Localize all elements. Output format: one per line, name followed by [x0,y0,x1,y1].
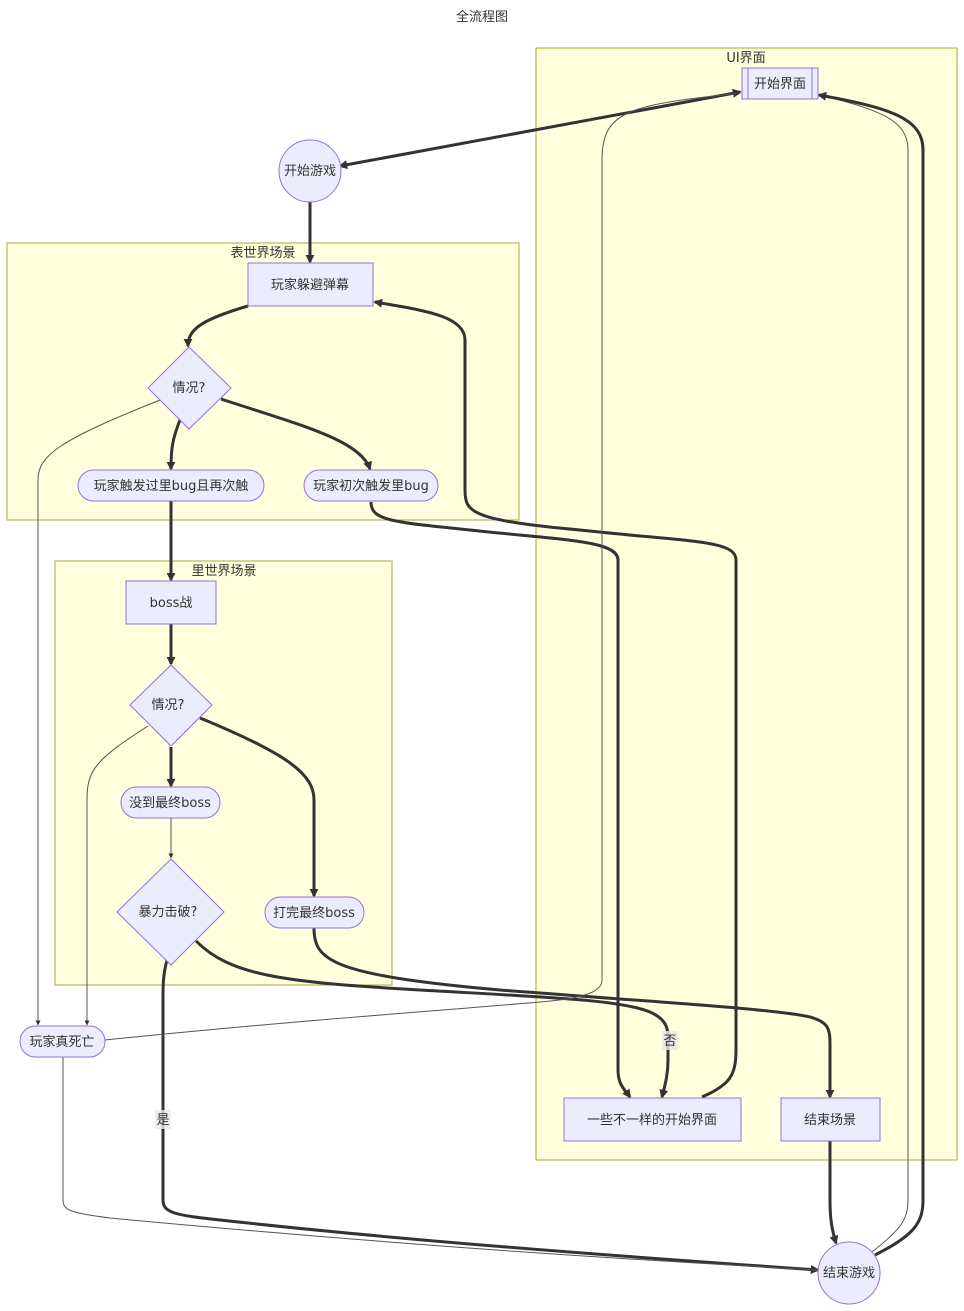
svg-text:没到最终boss: 没到最终boss [129,795,211,811]
node-not-final-boss[interactable]: 没到最终boss [120,786,221,819]
node-situation-2[interactable]: 情况? [129,664,213,747]
svg-text:情况?: 情况? [152,698,185,713]
svg-text:开始游戏: 开始游戏 [284,164,336,179]
node-true-death[interactable]: 玩家真死亡 [19,1025,106,1058]
edge-different-start-dodge [373,298,738,1099]
svg-text:玩家躲避弹幕: 玩家躲避弹幕 [271,277,349,293]
edge-situation1-first-trigger [220,397,372,471]
svg-text:玩家触发过里bug且再次触: 玩家触发过里bug且再次触 [94,478,249,494]
cluster-ui-label: UI界面 [726,51,765,66]
edge-label-yes: 是 [155,1110,171,1129]
edge-dodge-situation1 [183,304,249,348]
edge-end-game-start-screen [817,91,925,1257]
diagram-title: 全流程图 [456,9,508,25]
svg-text:是: 是 [156,1113,169,1128]
cluster-surface-world-label: 表世界场景 [230,246,295,261]
edge-situation2-true-death [84,725,149,1026]
svg-text:boss战: boss战 [150,596,193,611]
edge-true-death-end-game [62,1057,819,1271]
edge-brute-force-yes-end-game [161,959,820,1274]
svg-text:打完最终boss: 打完最终boss [273,905,355,921]
node-situation-1[interactable]: 情况? [147,346,232,430]
node-beat-final-boss[interactable]: 打完最终boss [264,896,365,929]
node-brute-force[interactable]: 暴力击破? [116,858,225,966]
svg-text:一些不一样的开始界面: 一些不一样的开始界面 [587,1112,717,1128]
svg-text:开始界面: 开始界面 [754,77,806,92]
svg-text:玩家真死亡: 玩家真死亡 [29,1034,94,1050]
node-different-start-screen[interactable]: 一些不一样的开始界面 [563,1097,742,1142]
svg-text:结束游戏: 结束游戏 [823,1266,875,1281]
svg-text:结束场景: 结束场景 [804,1113,856,1128]
edge-true-death-start-screen [104,91,741,1041]
edge-first-trigger-different-start [369,501,632,1099]
node-triggered-again[interactable]: 玩家触发过里bug且再次触 [77,469,265,502]
node-end-game[interactable]: 结束游戏 [817,1241,881,1305]
svg-text:玩家初次触发里bug: 玩家初次触发里bug [313,478,429,494]
node-dodge-bullets[interactable]: 玩家躲避弹幕 [247,262,374,307]
node-first-trigger[interactable]: 玩家初次触发里bug [303,469,439,502]
svg-text:情况?: 情况? [173,381,206,396]
node-start-game[interactable]: 开始游戏 [278,139,342,203]
edge-situation1-triggered-again [166,419,182,471]
node-end-scene[interactable]: 结束场景 [780,1097,881,1142]
node-boss-fight[interactable]: boss战 [125,580,217,625]
cluster-ui: UI界面 [535,47,958,1161]
node-start-screen[interactable]: 开始界面 [741,67,819,100]
edge-beat-final-boss-end-scene [312,927,835,1099]
svg-text:暴力击破?: 暴力击破? [139,905,198,920]
edge-end-game-start-screen-thin [819,94,909,1253]
svg-text:否: 否 [663,1034,676,1049]
edge-label-no: 否 [662,1031,678,1050]
edges [35,88,925,1274]
edge-brute-force-no-different-start [194,939,670,1099]
edge-start-screen-start-game [338,88,742,170]
edge-end-scene-end-game [828,1140,839,1245]
cluster-inner-world-label: 里世界场景 [191,564,256,579]
edge-situation1-true-death [35,399,161,1026]
edge-situation2-beat-final-boss [199,716,319,898]
